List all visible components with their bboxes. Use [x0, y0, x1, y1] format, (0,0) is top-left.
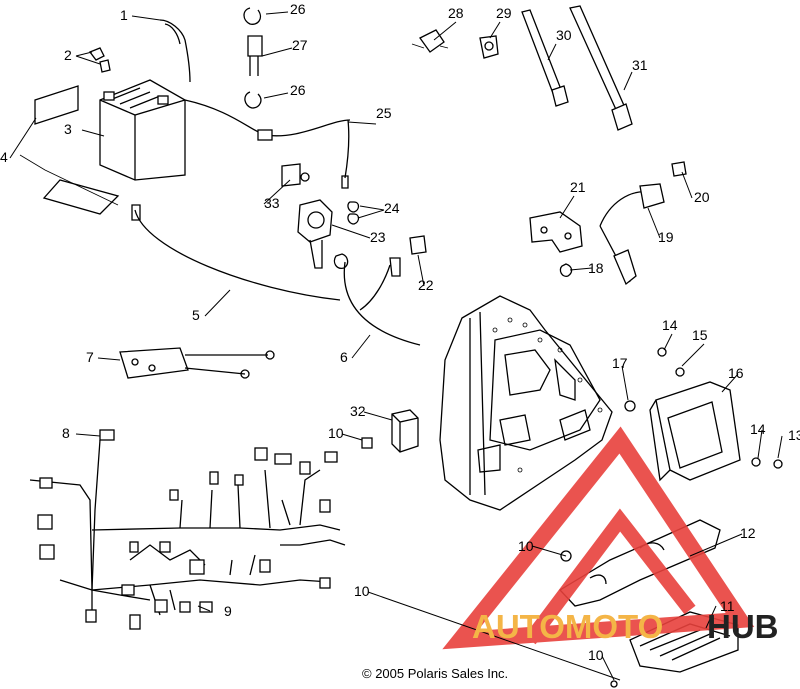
leader-line: [97, 357, 121, 361]
callout-labels: 1234567891010101011121314141516171819202…: [0, 1, 800, 663]
callout-24: 24: [384, 200, 400, 216]
starter-solenoid-assembly: [281, 163, 427, 346]
callout-2: 2: [64, 47, 72, 63]
wiring-harness: [29, 429, 373, 630]
leader-line: [559, 195, 575, 219]
leader-line: [601, 655, 615, 681]
leader-line: [621, 365, 629, 401]
control-module: [624, 347, 783, 482]
callout-26: 26: [290, 1, 306, 17]
leader-line: [75, 51, 93, 57]
callout-4: 4: [0, 149, 8, 165]
callout-12: 12: [740, 525, 756, 541]
leader-line: [341, 433, 363, 441]
leader-line: [757, 429, 763, 459]
callout-10: 10: [588, 647, 604, 663]
callout-8: 8: [62, 425, 70, 441]
callout-10: 10: [518, 538, 534, 554]
leader-line: [489, 21, 501, 39]
callout-28: 28: [448, 5, 464, 21]
leader-line: [433, 21, 457, 41]
callout-1: 1: [120, 7, 128, 23]
callout-20: 20: [694, 189, 710, 205]
callout-22: 22: [418, 277, 434, 293]
fuse-holders: [411, 29, 499, 59]
callout-5: 5: [192, 307, 200, 323]
leader-line: [689, 533, 743, 557]
copyright-notice: © 2005 Polaris Sales Inc.: [362, 666, 508, 681]
leader-line: [531, 545, 567, 557]
callout-33: 33: [264, 195, 280, 211]
callout-9: 9: [224, 603, 232, 619]
callout-18: 18: [588, 260, 604, 276]
callout-14: 14: [662, 317, 678, 333]
callout-11: 11: [720, 598, 735, 614]
watermark-logo: [442, 426, 755, 650]
callout-25: 25: [376, 105, 392, 121]
callout-26: 26: [290, 82, 306, 98]
leader-line: [547, 43, 557, 61]
leader-line: [263, 92, 289, 99]
callout-21: 21: [570, 179, 586, 195]
callout-13: 13: [788, 427, 800, 443]
leader-line: [681, 171, 693, 199]
sensor-bracket: [529, 161, 687, 286]
callout-17: 17: [612, 355, 628, 371]
leader-line: [347, 121, 377, 125]
callout-29: 29: [496, 5, 512, 21]
leader-line: [9, 117, 37, 159]
leader-lines: [9, 11, 783, 681]
callout-16: 16: [728, 365, 744, 381]
leader-line: [569, 267, 593, 271]
leader-line: [331, 224, 371, 239]
hose-clamps: [243, 7, 263, 109]
rods: [521, 5, 633, 131]
leader-line: [647, 207, 661, 239]
leader-line: [417, 254, 425, 287]
leader-line: [197, 605, 211, 612]
callout-10: 10: [328, 425, 344, 441]
leader-line: [131, 15, 161, 21]
mounting-plate: [439, 295, 613, 511]
callout-19: 19: [658, 229, 674, 245]
battery-assembly: [19, 19, 351, 301]
relay: [391, 409, 419, 453]
leader-line: [263, 179, 291, 205]
leader-line: [721, 373, 739, 393]
leader-line: [367, 591, 621, 681]
callout-15: 15: [692, 327, 708, 343]
callout-7: 7: [86, 349, 94, 365]
leader-line: [623, 71, 633, 91]
leader-line: [265, 11, 289, 15]
leader-line: [663, 333, 673, 351]
leader-line: [81, 129, 105, 137]
leader-line: [75, 55, 101, 65]
callout-10: 10: [354, 583, 370, 599]
leader-line: [359, 205, 385, 211]
watermark-brand-left: AUTOMOTO: [472, 608, 663, 645]
callout-30: 30: [556, 27, 572, 43]
watermark-brand-right: HUB: [707, 608, 779, 645]
leader-line: [777, 435, 783, 459]
callout-6: 6: [340, 349, 348, 365]
leader-line: [681, 343, 705, 367]
leader-line: [705, 605, 717, 629]
battery-cable: [119, 347, 275, 379]
leader-line: [204, 289, 231, 317]
leader-line: [261, 47, 293, 57]
callout-31: 31: [632, 57, 648, 73]
leader-line: [351, 334, 371, 359]
callout-23: 23: [370, 229, 386, 245]
callout-32: 32: [350, 403, 366, 419]
leader-line: [75, 433, 101, 437]
leader-line: [363, 411, 393, 421]
leader-line: [357, 209, 385, 219]
callout-27: 27: [292, 37, 308, 53]
callout-3: 3: [64, 121, 72, 137]
callout-14: 14: [750, 421, 766, 437]
